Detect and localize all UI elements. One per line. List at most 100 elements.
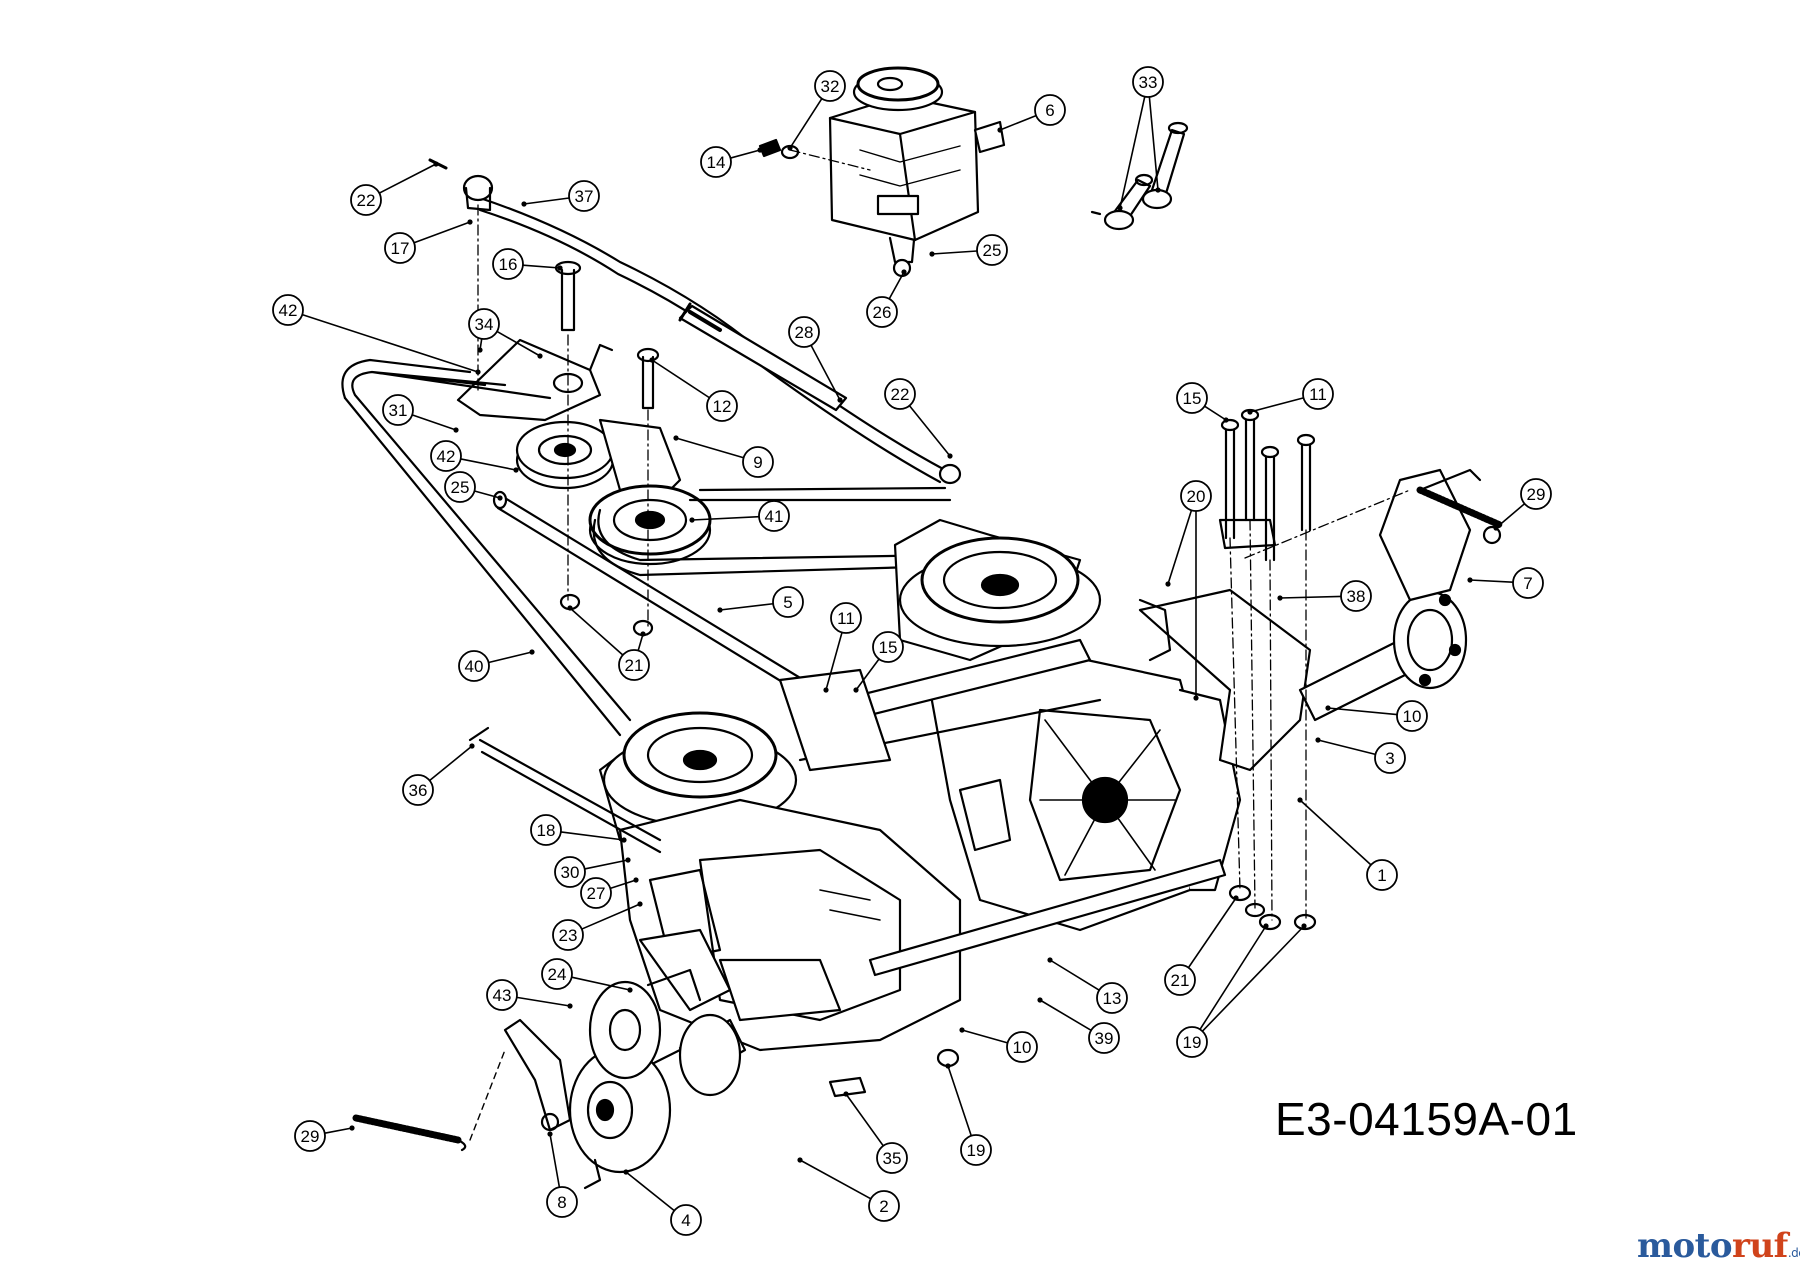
callout-bubble [1176,1026,1208,1058]
callout-bubble [568,180,600,212]
callout-leader-line [675,437,744,459]
callout-leader-line [1199,925,1267,1030]
callout-label: 29 [1527,485,1546,504]
belt-guide-rod [492,490,822,704]
callout-leader-line [560,831,625,841]
callout-leader-dot [843,1091,849,1097]
callout-label: 2 [879,1197,888,1216]
callout-bubble [1006,1031,1038,1063]
callout-leader-dot [547,1131,553,1137]
callout-bubble [580,877,612,909]
callout-label: 10 [1013,1038,1032,1057]
callout-label: 6 [1045,101,1054,120]
callout-bubble [788,316,820,348]
callout-leader-dot [475,369,481,375]
callout-label: 42 [437,447,456,466]
callout-leader-line [474,490,501,499]
callout-bubble [1302,378,1334,410]
callout-leader-line [378,163,437,194]
callout-leader-dot [757,147,763,153]
callout-label: 40 [465,657,484,676]
callout-label: 10 [1403,707,1422,726]
callout-bubble [294,1120,326,1152]
right-spring [1416,486,1504,545]
callout-bubble [814,70,846,102]
callout-leader-line [719,602,774,611]
callout-label: 39 [1095,1029,1114,1048]
right-pulley-fan [893,518,1102,662]
callout-leader-line [1327,707,1398,716]
callout-leader-dot [1297,797,1303,803]
callout-label: 19 [967,1141,986,1160]
callout-leader-line [1495,503,1526,529]
callout-leader-line [625,1171,675,1212]
callout-leader-dot [1037,997,1043,1003]
right-axle-hub [1298,590,1468,722]
callout-leader-line [825,632,843,691]
callout-leader-line [810,344,841,401]
callout-label: 13 [1103,989,1122,1008]
frame [778,638,1227,977]
callout-leader-dot [521,201,527,207]
callout-leader-line [1249,397,1304,413]
callout-leader-line [1187,897,1237,969]
callout-leader-dot [717,607,723,613]
long-bolts [1220,408,1316,562]
callout-label: 33 [1139,73,1158,92]
callout-bubble [384,232,416,264]
callout-bubble [758,500,790,532]
callout-leader-line [789,98,823,149]
callout-leader-line [651,359,710,399]
callout-label: 24 [548,965,567,984]
callout-leader-dot [433,161,439,167]
callout-leader-dot [1467,577,1473,583]
idler-pulley-41 [588,484,712,566]
watermark-suffix: .de [1787,1246,1800,1260]
callout-bubble [868,1190,900,1222]
callout-leader-line [888,271,905,300]
fittings [1090,121,1189,231]
callout-leader-dot [467,219,473,225]
callout-label: 35 [883,1149,902,1168]
callout-label: 30 [561,863,580,882]
callout-label: 19 [1183,1033,1202,1052]
callout-leader-dot [689,517,695,523]
callout-leader-line [855,658,880,691]
brake-disc [588,980,662,1080]
callout-leader-line [1039,999,1092,1032]
callout-leader-line [730,149,761,159]
callout-leader-dot [1117,205,1123,211]
right-bracket [1138,518,1312,772]
callout-bubble [742,446,774,478]
callout-leader-dot [633,877,639,883]
callout-leader-line [1148,96,1159,191]
callout-leader-line [584,859,629,870]
callout-label: 42 [279,301,298,320]
callout-label: 36 [409,781,428,800]
callout-label: 11 [837,609,855,628]
callout-bubble [402,774,434,806]
callout-leader-dot [649,357,655,363]
callout-bubble [382,394,414,426]
callout-leader-line [324,1127,353,1134]
callout-label: 21 [1171,971,1190,990]
callout-label: 27 [587,884,606,903]
callout-leader-dot [1315,737,1321,743]
callout-label: 9 [753,453,762,472]
callout-bubble [670,1204,702,1236]
callout-bubble [1374,742,1406,774]
callout-leader-dot [787,145,793,151]
callout-leader-line [1201,925,1305,1032]
callout-leader-line [1167,510,1193,585]
callout-label: 32 [821,77,840,96]
callout-label: 43 [493,986,512,1005]
left-spring [352,1049,506,1152]
callout-leader-line [999,114,1037,131]
callout-leader-dot [1301,923,1307,929]
callout-bubble [706,390,738,422]
callout-bubble [546,1186,578,1218]
callout-leader-dot [627,987,633,993]
callout-leader-dot [640,631,646,637]
